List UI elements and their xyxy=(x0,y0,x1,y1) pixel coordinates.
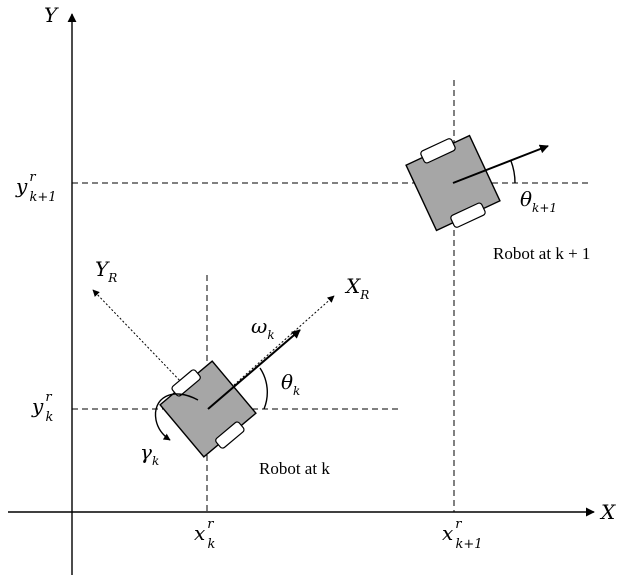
robot-frame-y-label: YR xyxy=(95,257,117,285)
theta-k-arc xyxy=(259,367,268,410)
robot-k1-caption: Robot at k + 1 xyxy=(493,244,590,263)
theta-k1-label: θk+1 xyxy=(520,187,557,215)
omega-k-label: ωk xyxy=(251,314,275,342)
gamma-k-arrow xyxy=(154,393,199,441)
heading-arrow-k xyxy=(207,329,301,410)
gamma-k-label: γk xyxy=(140,440,159,468)
robot-k1-wheel-top xyxy=(420,138,456,164)
heading-arrow-k1 xyxy=(452,144,549,184)
robot-k-wheel-bottom xyxy=(215,421,245,449)
robot-k-caption: Robot at k xyxy=(259,459,330,478)
robot-frame-y-axis xyxy=(92,289,208,410)
theta-k1-arc xyxy=(510,160,516,184)
robot-k-wheel-top xyxy=(171,369,201,397)
x-axis-label: X xyxy=(599,500,616,524)
theta-k-label: θk xyxy=(281,370,300,398)
y-axis-label: Y xyxy=(44,3,59,27)
robot-k1-wheel-bottom xyxy=(450,202,486,228)
robot-frame-x-label: XR xyxy=(344,274,369,302)
